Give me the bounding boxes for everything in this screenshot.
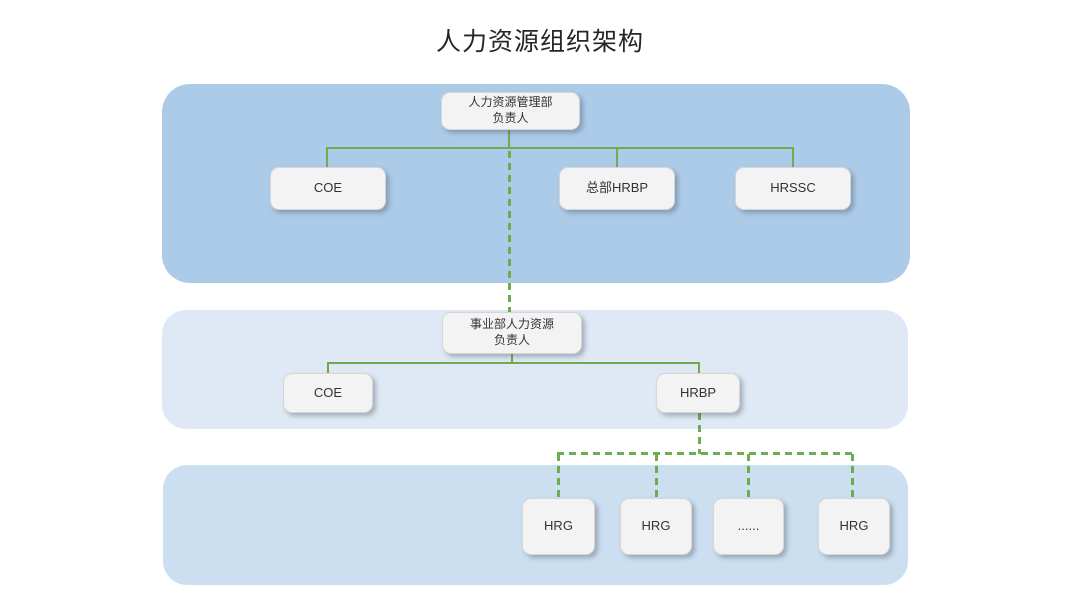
node-hrg-ellipsis: ......: [713, 498, 784, 555]
node-hr-management-head-line2: 负责人: [492, 111, 529, 125]
connector-dashed-bottom-bus: [557, 452, 854, 455]
node-coe-business-unit-label: COE: [313, 384, 343, 400]
node-business-unit-hr-head: 事业部人力资源 负责人: [442, 312, 582, 354]
connector-top-bus-horizontal: [326, 147, 794, 149]
connector-dashed-drop-ellipsis: [747, 454, 750, 498]
connector-dashed-drop-hrg-1: [557, 454, 560, 498]
node-hrg-4: HRG: [818, 498, 890, 555]
node-hrg-1-label: HRG: [544, 518, 573, 534]
connector-root-top-vertical: [508, 130, 510, 149]
node-headquarters-hrbp: 总部HRBP: [559, 167, 675, 210]
connector-drop-coe-bu: [327, 362, 329, 374]
connector-drop-hrssc: [792, 147, 794, 168]
page-title: 人力资源组织架构: [435, 28, 644, 56]
node-hrg-2: HRG: [620, 498, 692, 555]
node-hrg-1: HRG: [522, 498, 595, 555]
node-hrbp: HRBP: [656, 373, 740, 413]
node-hrbp-label: HRBP: [679, 384, 717, 400]
node-hr-management-head: 人力资源管理部 负责人: [441, 92, 580, 130]
node-business-unit-hr-head-line1: 事业部人力资源: [469, 317, 554, 332]
connector-mid-bus-horizontal: [327, 362, 700, 364]
connector-dashed-center-vertical: [508, 151, 511, 312]
node-coe-business-unit: COE: [283, 373, 373, 413]
connector-dashed-hrbp-down: [698, 413, 701, 454]
node-business-unit-hr-head-line2: 负责人: [493, 333, 530, 347]
node-coe-headquarters-label: COE: [313, 180, 343, 196]
node-hrssc: HRSSC: [735, 167, 851, 210]
connector-drop-hq-hrbp: [616, 147, 618, 168]
connector-drop-hrbp: [698, 362, 700, 374]
node-coe-headquarters: COE: [270, 167, 386, 210]
node-hrg-4-label: HRG: [839, 518, 869, 534]
connector-dashed-drop-hrg-4: [851, 454, 854, 498]
node-hr-management-head-line1: 人力资源管理部: [468, 95, 553, 110]
node-hrg-ellipsis-label: ......: [737, 518, 760, 534]
connector-drop-coe-hq: [326, 147, 328, 168]
node-headquarters-hrbp-label: 总部HRBP: [585, 180, 649, 196]
node-hrg-2-label: HRG: [641, 518, 671, 534]
node-hrssc-label: HRSSC: [770, 180, 816, 196]
connector-dashed-drop-hrg-2: [655, 454, 658, 498]
connector-root-mid-vertical: [511, 354, 513, 364]
